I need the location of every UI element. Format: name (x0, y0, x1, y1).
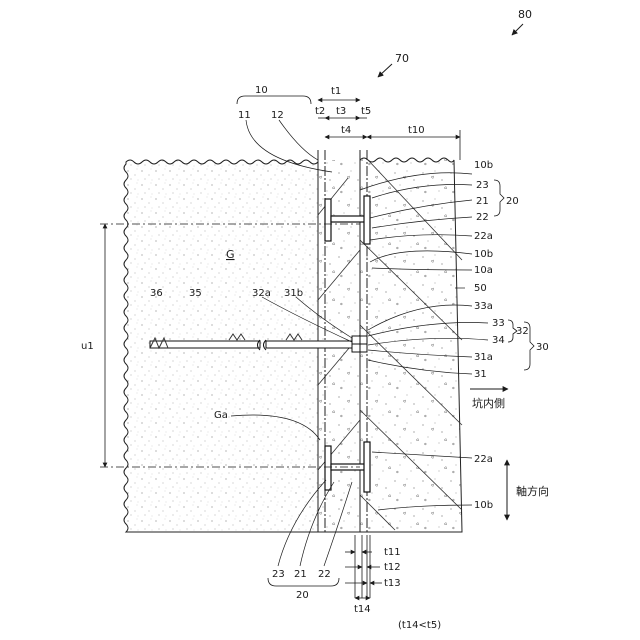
label-12: 12 (271, 110, 284, 121)
label-50: 50 (474, 283, 487, 294)
label-t14: t14 (354, 604, 371, 615)
label-20-bottom: 20 (296, 590, 309, 601)
label-31b: 31b (284, 288, 303, 299)
label-23-bottom: 23 (272, 569, 285, 580)
label-u1: u1 (81, 341, 94, 352)
label-31: 31 (474, 369, 487, 380)
label-10a: 10a (474, 265, 493, 276)
label-11: 11 (238, 110, 251, 121)
label-22-bottom: 22 (318, 569, 331, 580)
label-22-right: 22 (476, 212, 489, 223)
label-22a-1: 22a (474, 231, 493, 242)
label-t5: t5 (361, 106, 371, 117)
label-t13: t13 (384, 578, 401, 589)
label-t11: t11 (384, 547, 401, 558)
label-32: 32 (516, 326, 529, 337)
label-33a: 33a (474, 301, 493, 312)
figure-number: 80 (518, 8, 532, 21)
label-10-top: 10 (255, 85, 268, 96)
label-36: 36 (150, 288, 163, 299)
label-G: G (226, 248, 235, 261)
label-22a-2: 22a (474, 454, 493, 465)
label-t2: t2 (315, 106, 325, 117)
label-10b-1: 10b (474, 160, 493, 171)
label-t1: t1 (331, 86, 341, 97)
label-Ga: Ga (214, 410, 228, 421)
assembly-ref: 70 (395, 52, 409, 65)
label-34: 34 (492, 335, 505, 346)
label-t3: t3 (336, 106, 346, 117)
label-axial-direction: 軸方向 (516, 484, 549, 498)
inner-concrete (360, 158, 462, 532)
label-32a: 32a (252, 288, 271, 299)
label-21-right: 21 (476, 196, 489, 207)
label-23-right: 23 (476, 180, 489, 191)
label-20-right: 20 (506, 196, 519, 207)
label-35: 35 (189, 288, 202, 299)
label-21-bottom: 21 (294, 569, 307, 580)
condition-note: (t14<t5) (398, 620, 441, 631)
label-10b-2: 10b (474, 249, 493, 260)
label-t10: t10 (408, 125, 425, 136)
label-inner-side: 坑内側 (472, 396, 505, 410)
label-30: 30 (536, 342, 549, 353)
label-t4: t4 (341, 125, 351, 136)
label-10b-3: 10b (474, 500, 493, 511)
label-31a: 31a (474, 352, 493, 363)
label-t12: t12 (384, 562, 401, 573)
label-33: 33 (492, 318, 505, 329)
